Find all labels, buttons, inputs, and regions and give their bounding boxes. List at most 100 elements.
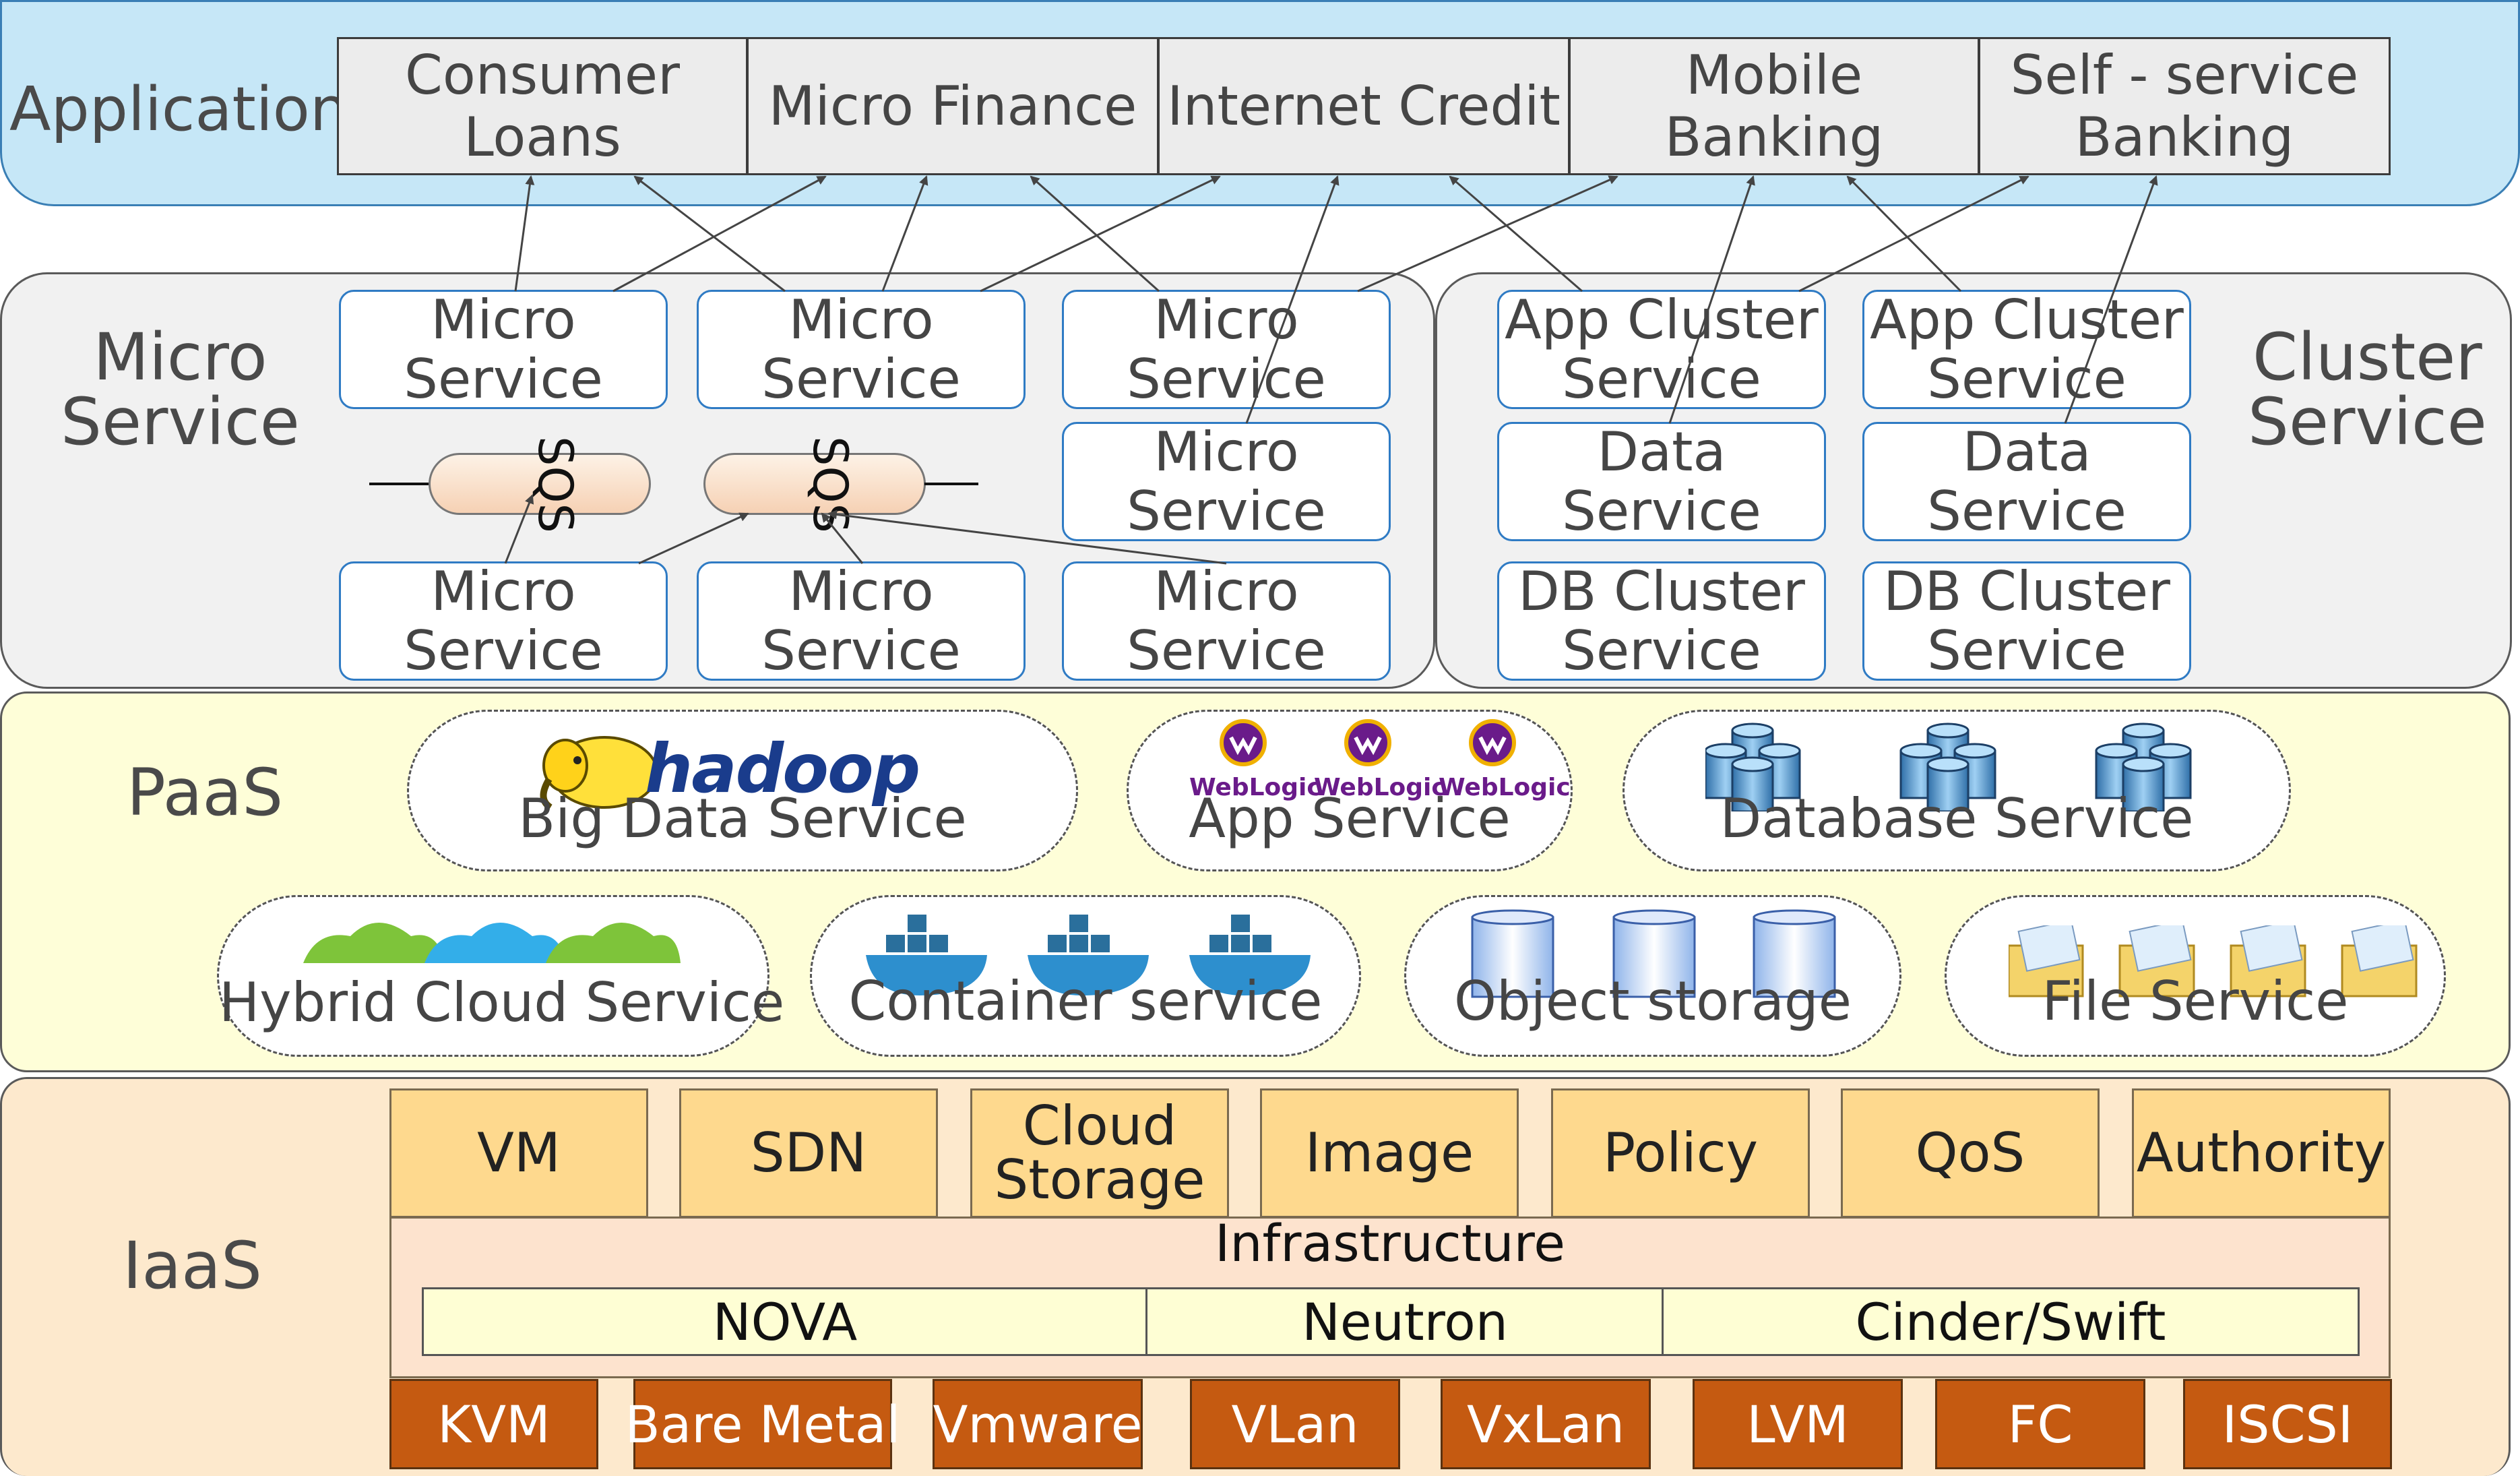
nova-box: NOVA	[422, 1287, 1148, 1356]
weblogic-text: WebLogic	[1189, 774, 1321, 801]
arrow-line	[612, 175, 827, 293]
vxlan-box: VxLan	[1441, 1379, 1651, 1469]
vmware-box: Vmware	[933, 1379, 1143, 1469]
data-service-box: Data Service	[1862, 422, 2191, 541]
micro-service-box: Micro Service	[697, 290, 1026, 409]
app-service-pill: WebLogic WebLogic WebLogic App Service	[1127, 710, 1573, 871]
iaas-box-cloud-storage: Cloud Storage	[970, 1088, 1229, 1218]
connector-arrows	[504, 175, 2158, 565]
big-data-service-label: Big Data Service	[518, 787, 967, 850]
arrow-line	[1846, 175, 1962, 293]
sqs-line	[369, 483, 430, 485]
app-box-internet-credit: Internet Credit	[1158, 37, 1570, 175]
app-box-mobile-banking: Mobile Banking	[1569, 37, 1980, 175]
paas-label: PaaS	[127, 755, 284, 830]
cinder-swift-box: Cinder/Swift	[1662, 1287, 2360, 1356]
arrow-line	[1668, 175, 1755, 424]
app-box-micro-finance: Micro Finance	[747, 37, 1159, 175]
bare-metal-box: Bare Metal	[625, 1379, 901, 1469]
hybrid-cloud-service-pill: Hybrid Cloud Service	[217, 895, 785, 1057]
arrow-line	[633, 175, 786, 293]
hadoop-elephant-icon	[540, 736, 658, 811]
arrow-line	[1245, 175, 1340, 424]
infrastructure-label: Infrastructure	[1214, 1213, 1566, 1273]
folder	[2230, 925, 2306, 997]
application-label: Application	[9, 74, 348, 145]
weblogic-icon	[1469, 719, 1516, 766]
cluster-service-label: Cluster Service	[2248, 319, 2487, 460]
micro-service-box: Micro Service	[339, 561, 668, 681]
arrow-line	[514, 175, 535, 292]
lvm-box: LVM	[1693, 1379, 1903, 1469]
weblogic-icon	[1220, 719, 1267, 766]
db-cluster-service-box: DB Cluster Service	[1497, 561, 1826, 681]
cloud-icon	[303, 923, 681, 963]
data-service-box: Data Service	[1497, 422, 1826, 541]
iaas-box-authority: Authority	[2132, 1088, 2391, 1218]
folder	[2118, 925, 2195, 997]
hadoop-wordmark: hadoop	[645, 729, 920, 808]
sqs-queue	[429, 453, 651, 515]
micro-service-box: Micro Service	[697, 561, 1026, 681]
file-service-label: File Service	[2042, 970, 2349, 1033]
weblogic-icon	[1344, 719, 1391, 766]
arrow-line	[1798, 175, 2029, 293]
docker-whale	[866, 915, 987, 995]
sqs-line	[924, 483, 978, 485]
fc-box: FC	[1935, 1379, 2145, 1469]
arrow-line	[1357, 175, 1618, 293]
weblogic-text: WebLogic	[1439, 774, 1571, 801]
hybrid-cloud-service-label: Hybrid Cloud Service	[219, 971, 785, 1034]
folder	[2009, 925, 2084, 997]
iaas-box-vm: VM	[389, 1088, 648, 1218]
folder	[2341, 925, 2418, 997]
storage-cylinder-icon	[1471, 909, 1836, 998]
big-data-service-pill: hadoop Big Data Service	[407, 710, 1078, 871]
micro-service-box: Micro Service	[1062, 561, 1391, 681]
arrow-line	[1449, 175, 1583, 293]
folder-icon	[2009, 925, 2418, 997]
neutron-box: Neutron	[1145, 1287, 1664, 1356]
app-cluster-service-box: App Cluster Service	[1862, 290, 2191, 409]
vlan-box: VLan	[1190, 1379, 1400, 1469]
micro-service-box: Micro Service	[1062, 422, 1391, 541]
iscsi-box: ISCSI	[2183, 1379, 2392, 1469]
database-service-pill: Database Service	[1623, 710, 2291, 871]
iaas-box-policy: Policy	[1551, 1088, 1810, 1218]
weblogic-text: WebLogic	[1314, 774, 1446, 801]
arrow-line	[821, 512, 864, 564]
app-box-self-service-banking: Self - service Banking	[1978, 37, 2391, 175]
object-storage-label: Object storage	[1454, 970, 1852, 1033]
db-group	[1899, 722, 1996, 811]
docker-whale	[1189, 915, 1311, 995]
kvm-box: KVM	[389, 1379, 598, 1469]
app-cluster-service-box: App Cluster Service	[1497, 290, 1826, 409]
file-service-pill: File Service	[1945, 895, 2446, 1057]
iaas-label: IaaS	[123, 1228, 262, 1303]
arrow-line	[980, 175, 1221, 293]
db-cluster-service-box: DB Cluster Service	[1862, 561, 2191, 681]
arrow-line	[504, 494, 534, 564]
iaas-box-qos: QoS	[1841, 1088, 2100, 1218]
db-group	[2095, 722, 2192, 811]
container-service-pill: Container service	[810, 895, 1361, 1057]
database-service-label: Database Service	[1720, 787, 2194, 850]
db-group	[1705, 722, 1801, 811]
app-service-label: App Service	[1189, 787, 1511, 850]
hadoop-logo: hadoop	[530, 725, 962, 820]
iaas-box-sdn: SDN	[679, 1088, 938, 1218]
arrow-line	[1030, 175, 1160, 293]
micro-service-label: Micro Service	[61, 319, 300, 460]
sqs-queue	[703, 453, 926, 515]
arrow-line	[827, 510, 1227, 565]
database-cluster-icon	[1705, 722, 2192, 811]
arrow-line	[638, 512, 749, 565]
docker-whale-icon	[866, 915, 1311, 995]
arrow-line	[881, 175, 928, 292]
iaas-box-image: Image	[1260, 1088, 1519, 1218]
object-storage-pill: Object storage	[1404, 895, 1901, 1057]
micro-service-box: Micro Service	[339, 290, 668, 409]
docker-whale	[1028, 915, 1149, 995]
container-service-label: Container service	[848, 970, 1323, 1033]
app-box-consumer-loans: Consumer Loans	[337, 37, 748, 175]
